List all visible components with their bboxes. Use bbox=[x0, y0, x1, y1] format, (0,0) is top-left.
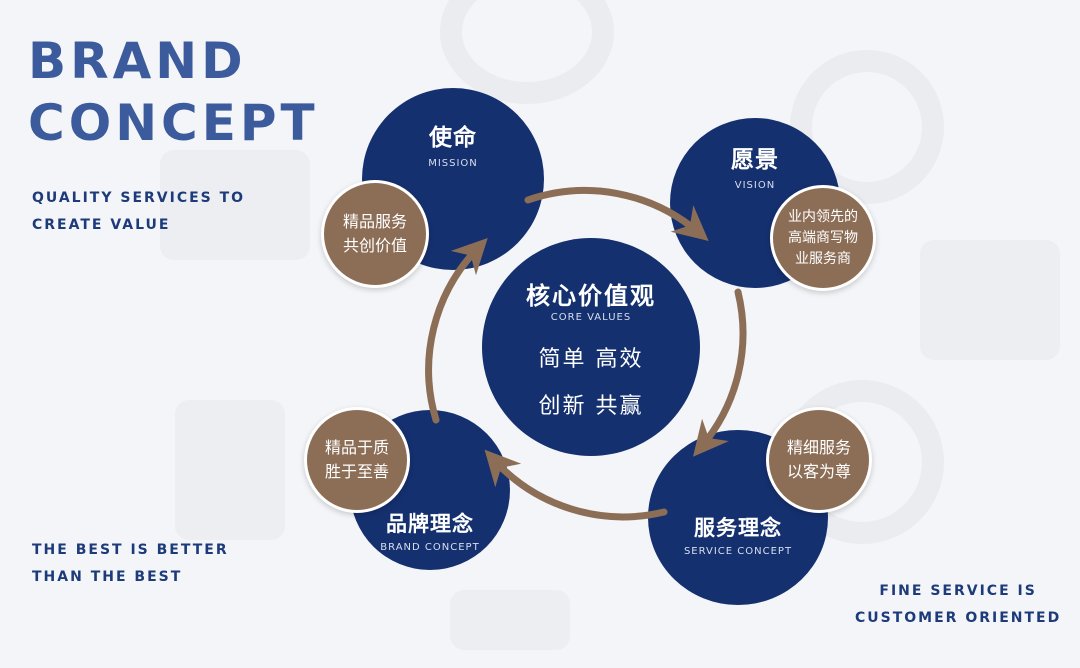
tagline-bottom-left: THE BEST IS BETTER THAN THE BEST bbox=[32, 537, 229, 591]
arrow-vision-to-service bbox=[693, 288, 747, 457]
service-concept-subtitle: SERVICE CONCEPT bbox=[683, 546, 793, 557]
vision-detail-line: 高端商写物 bbox=[788, 229, 858, 246]
page-title: BRAND CONCEPT bbox=[28, 30, 319, 154]
tagline-line: CUSTOMER ORIENTED bbox=[855, 610, 1062, 626]
arrow-brand-to-mission bbox=[425, 237, 488, 424]
background-shape bbox=[920, 240, 1060, 360]
vision-detail-line: 业服务商 bbox=[795, 250, 851, 267]
mission-detail-line: 精品服务 bbox=[342, 212, 407, 231]
brand-detail-circle: 精品于质 胜于至善 bbox=[304, 407, 410, 513]
core-values-title: 核心价值观 bbox=[526, 282, 656, 310]
service-detail-line: 精细服务 bbox=[786, 438, 851, 457]
background-shape bbox=[450, 590, 570, 650]
tagline-top: QUALITY SERVICES TO CREATE VALUE bbox=[32, 185, 245, 239]
core-values-subtitle: CORE VALUES bbox=[550, 312, 632, 323]
service-detail-line: 以客为尊 bbox=[786, 462, 851, 481]
vision-detail-line: 业内领先的 bbox=[788, 208, 858, 225]
vision-detail-circle: 业内领先的 高端商写物 业服务商 bbox=[770, 185, 876, 291]
mission-detail-circle: 精品服务 共创价值 bbox=[321, 180, 429, 288]
service-detail-circle: 精细服务 以客为尊 bbox=[766, 407, 872, 513]
brand-detail-line: 胜于至善 bbox=[324, 462, 389, 481]
title-line-1: BRAND bbox=[28, 32, 247, 90]
tagline-bottom-right: FINE SERVICE IS CUSTOMER ORIENTED bbox=[855, 578, 1061, 632]
core-value-line: 创新 共赢 bbox=[538, 394, 644, 419]
brand-concept-subtitle: BRAND CONCEPT bbox=[380, 542, 480, 553]
background-shape bbox=[160, 150, 310, 260]
tagline-line: FINE SERVICE IS bbox=[879, 583, 1037, 599]
background-shape bbox=[175, 400, 285, 540]
tagline-line: CREATE VALUE bbox=[32, 217, 171, 233]
mission-title: 使命 bbox=[429, 125, 477, 151]
tagline-line: THE BEST IS BETTER bbox=[32, 542, 229, 558]
service-concept-title: 服务理念 bbox=[694, 516, 782, 540]
service-concept-circle: 服务理念 SERVICE CONCEPT bbox=[648, 430, 828, 605]
mission-detail-line: 共创价值 bbox=[342, 236, 407, 255]
vision-title: 愿景 bbox=[731, 147, 779, 173]
brand-concept-title: 品牌理念 bbox=[386, 512, 474, 536]
title-line-2: CONCEPT bbox=[28, 94, 319, 152]
core-value-line: 简单 高效 bbox=[538, 347, 644, 372]
arrow-mission-to-vision bbox=[524, 187, 709, 242]
tagline-line: THAN THE BEST bbox=[32, 569, 183, 585]
tagline-line: QUALITY SERVICES TO bbox=[32, 190, 246, 206]
arrow-service-to-brand bbox=[484, 449, 668, 521]
vision-subtitle: VISION bbox=[734, 180, 776, 191]
core-values-circle: 核心价值观 CORE VALUES 简单 高效 创新 共赢 bbox=[482, 238, 700, 456]
brand-detail-line: 精品于质 bbox=[324, 438, 389, 457]
mission-subtitle: MISSION bbox=[428, 158, 478, 169]
